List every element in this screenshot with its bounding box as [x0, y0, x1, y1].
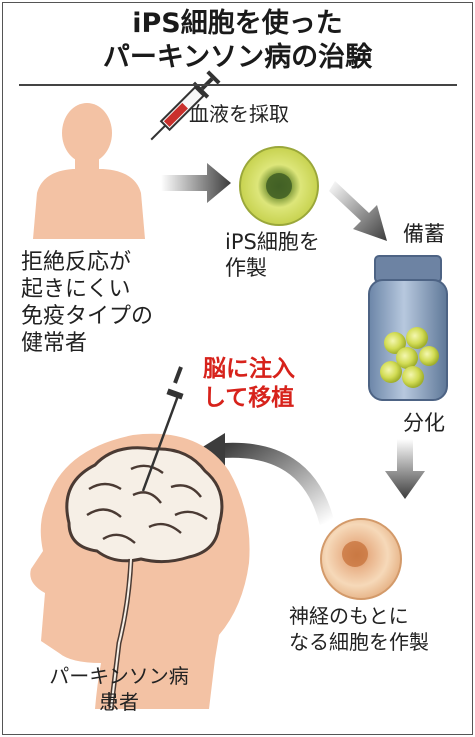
- diagram-artwork: [30, 70, 448, 710]
- arrow-down-right-icon: [329, 181, 387, 241]
- arrow-down-icon: [385, 439, 425, 499]
- label-neural-cells: 神経のもとに なる細胞を作製: [289, 604, 429, 654]
- label-transplant: 脳に注入 して移植: [203, 356, 295, 411]
- neural-cell-icon: [320, 518, 402, 600]
- title-divider: [19, 84, 457, 86]
- storage-bottle-icon: [368, 255, 448, 401]
- label-patient: パーキンソン病 患者: [49, 664, 189, 714]
- label-donor: 拒絶反応が 起きにくい 免疫タイプの 健常者: [21, 250, 154, 356]
- title-line-1: iPS細胞を使った: [132, 8, 343, 39]
- brain-icon: [65, 446, 224, 710]
- label-storage: 備蓄: [403, 222, 445, 246]
- title-line-2: パーキンソン病の治験: [102, 42, 373, 73]
- ips-cell-icon: [239, 146, 319, 226]
- donor-figure: [33, 103, 145, 239]
- label-ips-cell: iPS細胞を 作製: [225, 230, 320, 280]
- label-differentiation: 分化: [403, 411, 445, 435]
- injection-needle-icon: [141, 366, 184, 492]
- diagram-title: iPS細胞を使った パーキンソン病の治験: [3, 7, 472, 75]
- label-blood-draw: 血液を採取: [189, 102, 289, 126]
- arrow-right-icon: [161, 163, 231, 203]
